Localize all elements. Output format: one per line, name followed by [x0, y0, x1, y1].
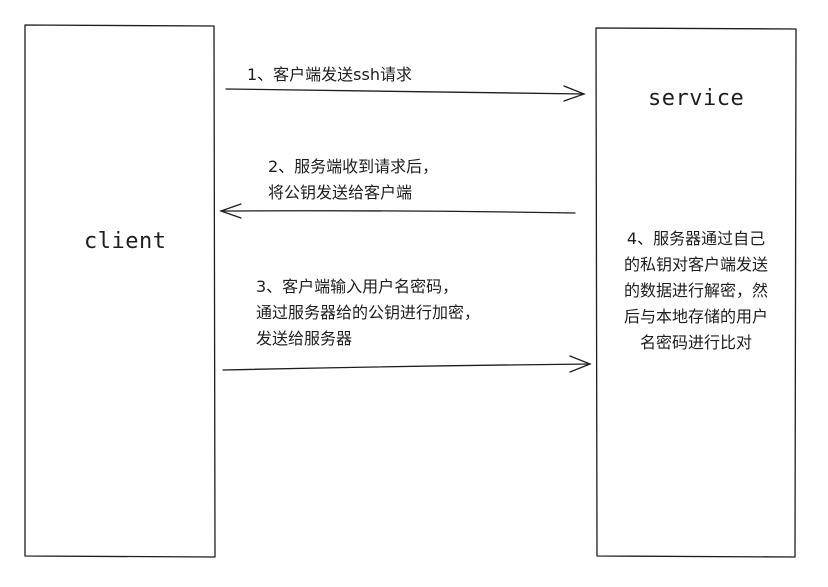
step-4-line: 的私钥对客户端发送 — [623, 255, 768, 274]
service-label: service — [648, 86, 745, 111]
step-1-line: 1、客户端发送ssh请求 — [247, 65, 412, 84]
arrow-step-1 — [225, 85, 586, 102]
step-3-line: 通过服务器给的公钥进行加密， — [256, 303, 481, 322]
step-2-text: 2、服务端收到请求后， 将公钥发送给客户端 — [268, 154, 438, 206]
step-4-line: 后与本地存储的用户 — [623, 307, 768, 326]
step-3-line: 3、客户端输入用户名密码， — [256, 277, 459, 296]
step-4-line: 名密码进行比对 — [639, 333, 752, 352]
client-box — [24, 24, 216, 558]
client-label: client — [84, 229, 167, 254]
arrow-step-3 — [222, 355, 592, 373]
step-3-line: 发送给服务器 — [256, 329, 353, 348]
step-4-text: 4、服务器通过自己 的私钥对客户端发送 的数据进行解密，然 后与本地存储的用户 … — [598, 226, 794, 356]
service-box — [595, 27, 797, 558]
step-3-text: 3、客户端输入用户名密码， 通过服务器给的公钥进行加密， 发送给服务器 — [256, 274, 480, 352]
step-2-line: 将公钥发送给客户端 — [268, 183, 413, 202]
step-4-line: 的数据进行解密，然 — [623, 281, 768, 300]
step-4-line: 4、服务器通过自己 — [626, 229, 766, 248]
step-1-text: 1、客户端发送ssh请求 — [247, 62, 412, 88]
arrow-step-2 — [219, 203, 576, 219]
step-2-line: 2、服务端收到请求后， — [268, 157, 439, 176]
